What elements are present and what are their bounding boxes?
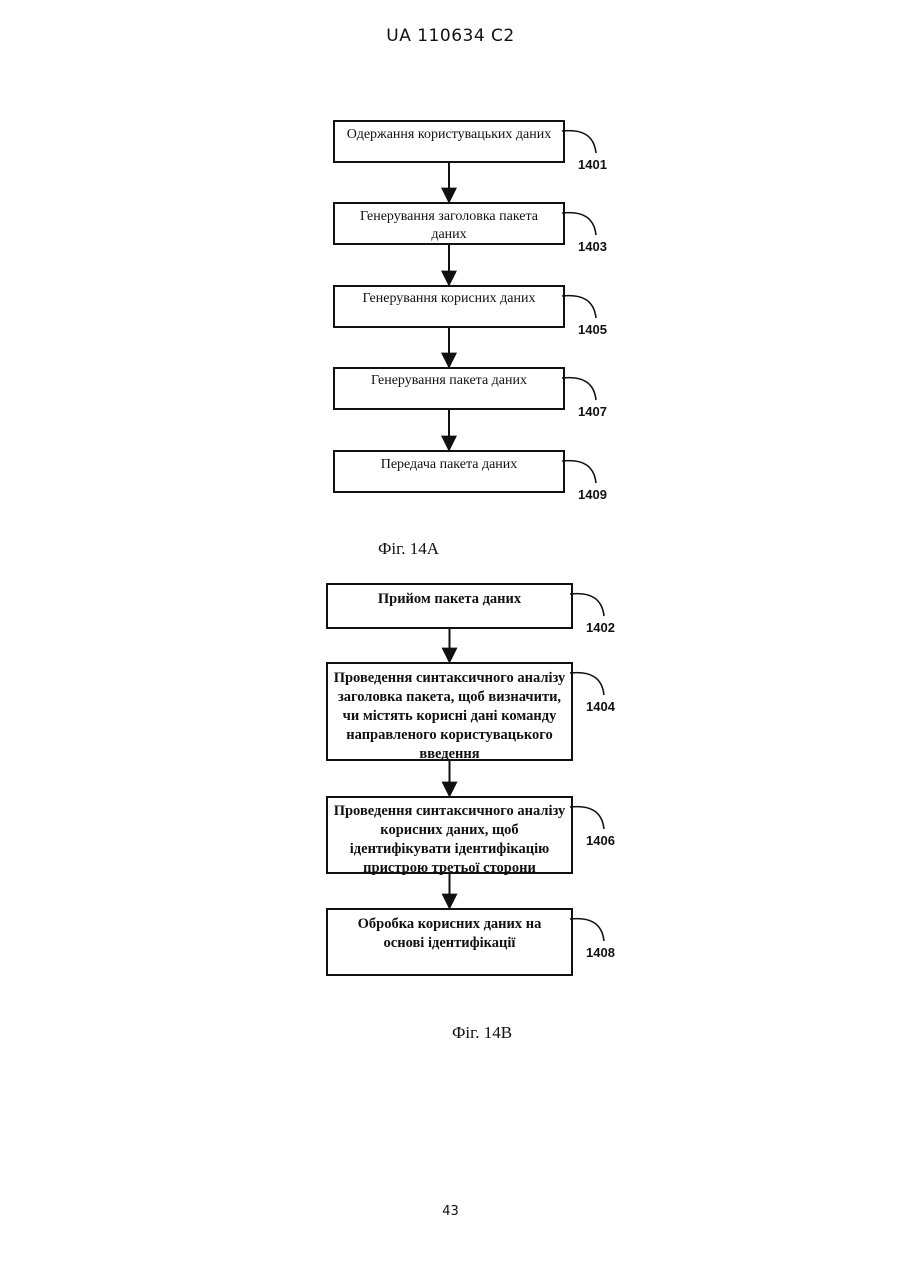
step-text-1409: Передача пакета даних	[381, 457, 518, 472]
ref-numeral-1401: 1401	[578, 157, 607, 172]
ref-numeral-1406: 1406	[586, 833, 615, 848]
figure-14a-caption: Фіг. 14А	[378, 539, 440, 558]
figure-14a: Одержання користувацьких даних 1401Генеру…	[334, 121, 607, 502]
step-text-1403: даних	[431, 227, 466, 242]
leader-line	[562, 461, 596, 483]
step-text-1402: Прийом пакета даних	[378, 591, 522, 607]
page-number: 43	[0, 1204, 901, 1219]
leader-line	[562, 213, 596, 235]
step-text-1406: Проведення синтаксичного аналізу	[334, 803, 566, 819]
ref-numeral-1409: 1409	[578, 487, 607, 502]
leader-line	[562, 296, 596, 318]
step-text-1404: Проведення синтаксичного аналізу	[334, 670, 566, 686]
leader-line	[570, 673, 604, 695]
step-text-1406: ідентифікувати ідентифікацію	[350, 841, 549, 857]
step-text-1407: Генерування пакета даних	[371, 373, 527, 388]
ref-numeral-1402: 1402	[586, 620, 615, 635]
figure-14b-caption: Фіг. 14В	[452, 1023, 512, 1042]
figure-14b: Прийом пакета даних 1402Проведення синтак…	[327, 584, 616, 975]
ref-numeral-1403: 1403	[578, 239, 607, 254]
ref-numeral-1405: 1405	[578, 322, 607, 337]
step-text-1408: основі ідентифікації	[384, 935, 517, 951]
step-text-1404: введення	[419, 746, 479, 762]
step-text-1403: Генерування заголовка пакета	[360, 209, 539, 224]
leader-line	[570, 919, 604, 941]
step-text-1404: направленого користувацького	[346, 727, 552, 743]
ref-numeral-1408: 1408	[586, 945, 615, 960]
step-text-1405: Генерування корисних даних	[363, 291, 536, 306]
step-text-1404: заголовка пакета, щоб визначити,	[338, 689, 561, 705]
leader-line	[570, 594, 604, 616]
ref-numeral-1404: 1404	[586, 699, 616, 714]
ref-numeral-1407: 1407	[578, 404, 607, 419]
leader-line	[562, 378, 596, 400]
leader-line	[570, 807, 604, 829]
leader-line	[562, 131, 596, 153]
step-text-1404: чи містять корисні дані команду	[343, 708, 557, 724]
step-text-1401: Одержання користувацьких даних	[347, 127, 551, 142]
step-text-1406: корисних даних, щоб	[380, 822, 518, 838]
step-text-1408: Обробка корисних даних на	[358, 916, 542, 932]
